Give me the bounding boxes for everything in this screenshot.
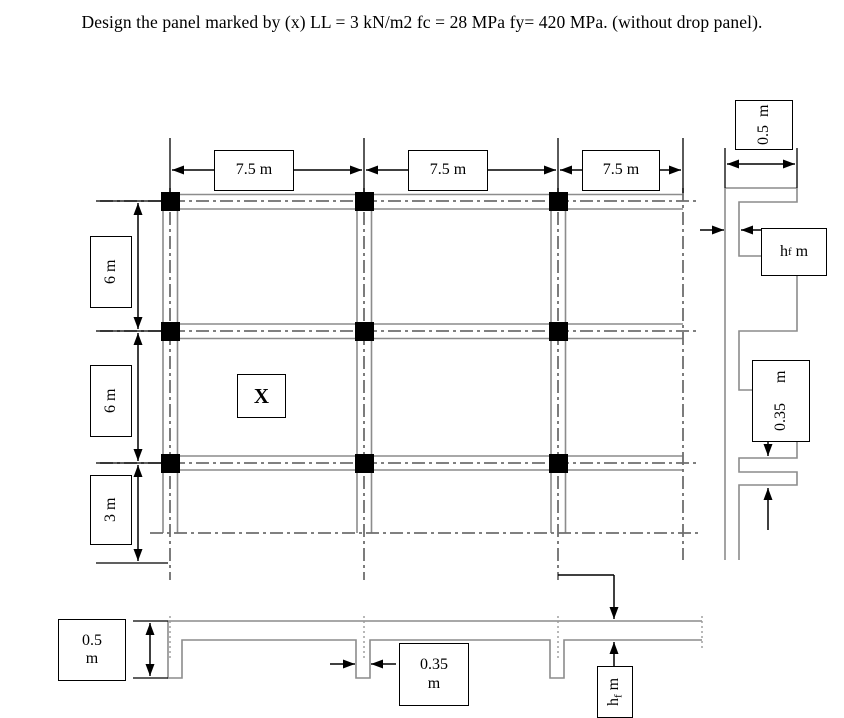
column-c3 xyxy=(549,454,568,473)
plan-beam-lines xyxy=(162,193,683,533)
plan-columns xyxy=(161,192,568,473)
dimension-label-bay-1: 7.5 m xyxy=(214,150,294,191)
column-b2 xyxy=(355,322,374,341)
section-bottom-height-unit: m xyxy=(85,650,99,667)
page-title: Design the panel marked by (x) LL = 3 kN… xyxy=(81,12,763,32)
bottom-hf-leaders xyxy=(558,574,619,672)
figure-page: Design the panel marked by (x) LL = 3 kN… xyxy=(0,12,844,718)
column-b3 xyxy=(355,454,374,473)
section-bottom-width-unit: m xyxy=(427,674,441,692)
section-right-width-unit: m xyxy=(754,104,772,118)
dimension-label-bay-3: 7.5 m xyxy=(582,150,660,191)
section-right-depth-value: 0.35 xyxy=(771,403,789,432)
section-right-depth-label: 0.35 m xyxy=(752,360,810,442)
section-bottom-thickness-label: hf m xyxy=(597,666,633,718)
section-right-width-value: 0.5 xyxy=(754,125,772,146)
section-right-thickness-unit: m xyxy=(795,242,809,260)
section-right-thickness-symbol: h xyxy=(779,242,788,260)
section-right-depth-unit: m xyxy=(771,370,789,384)
left-dimension-extension-lines xyxy=(96,200,168,564)
bottom-height-extension-lines xyxy=(133,620,168,679)
dimension-label-row-1: 6 m xyxy=(90,236,132,308)
right-width-dimension xyxy=(724,148,798,188)
section-bottom-thickness-text: hf m xyxy=(605,678,625,706)
section-bottom-width-label: 0.35 m xyxy=(399,643,469,706)
panel-marker-x: X xyxy=(237,374,286,418)
column-a2 xyxy=(161,322,180,341)
section-bottom-thickness-subscript: f xyxy=(612,694,625,699)
bottom-section-profile xyxy=(167,620,702,679)
section-bottom-height-label: 0.5 m xyxy=(58,619,126,681)
column-b1 xyxy=(355,192,374,211)
section-bottom-height-value: 0.5 xyxy=(82,631,102,649)
section-right-thickness-subscript: f xyxy=(787,245,792,258)
plan-centerlines xyxy=(100,188,700,580)
column-a3 xyxy=(161,454,180,473)
column-c1 xyxy=(549,192,568,211)
section-bottom-width-value: 0.35 xyxy=(420,656,448,674)
column-a1 xyxy=(161,192,180,211)
dimension-label-row-3: 3 m xyxy=(90,475,132,545)
bottom-section-edge-marks xyxy=(169,616,703,660)
column-c2 xyxy=(549,322,568,341)
section-bottom-thickness-symbol: h xyxy=(605,698,623,707)
dimension-label-bay-2: 7.5 m xyxy=(408,150,488,191)
section-bottom-thickness-unit: m xyxy=(605,677,623,691)
dimension-label-row-2: 6 m xyxy=(90,365,132,437)
section-right-width-label: 0.5 m xyxy=(735,100,793,150)
top-dimension-extension-lines xyxy=(169,138,684,193)
